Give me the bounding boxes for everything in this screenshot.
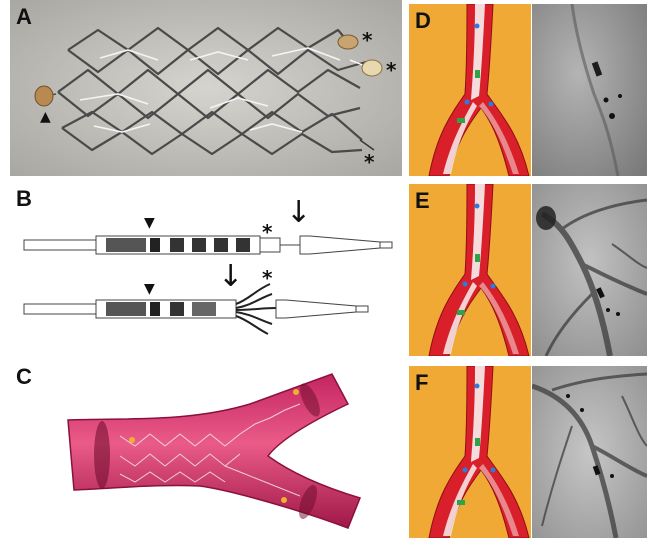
stent-photo-graphic xyxy=(10,0,402,176)
panel-d-schematic: D xyxy=(409,4,531,176)
panel-b-star-marker-bottom: * xyxy=(262,268,272,288)
panel-c-label: C xyxy=(16,364,32,390)
bifurcation-render-graphic xyxy=(10,360,402,536)
panel-f-angiogram xyxy=(532,366,647,538)
panel-c-bifurcation-render: C xyxy=(10,360,402,536)
panel-e-label: E xyxy=(415,188,430,214)
panel-f-schematic: F xyxy=(409,366,531,538)
panel-b-triangle-marker-bottom: ▼ xyxy=(144,282,155,296)
panel-e-schematic: E xyxy=(409,184,531,356)
panel-a-star-marker-2: * xyxy=(386,60,396,80)
delivery-system-graphic xyxy=(10,182,402,352)
panel-b-arrow-marker-top: ↓ xyxy=(286,198,311,228)
panel-b-label: B xyxy=(16,186,32,212)
panel-a-star-marker-1: * xyxy=(362,30,372,50)
panel-d-angiogram-graphic xyxy=(532,4,647,176)
panel-f-angiogram-graphic xyxy=(532,366,647,538)
panel-e-angiogram xyxy=(532,184,647,356)
panel-f-label: F xyxy=(415,370,428,396)
panel-d-angiogram xyxy=(532,4,647,176)
panel-b-triangle-marker-top: ▼ xyxy=(144,216,155,230)
panel-b-delivery-system: B xyxy=(10,182,402,352)
panel-a-label: A xyxy=(16,4,32,30)
panel-a-triangle-marker: ▲ xyxy=(40,110,51,124)
panel-a-stent-photo: A * * * ▲ xyxy=(10,0,402,176)
panel-b-arrow-marker-bottom: ↓ xyxy=(218,262,243,292)
panel-e-angiogram-graphic xyxy=(532,184,647,356)
panel-b-star-marker-top: * xyxy=(262,222,272,242)
panel-d-label: D xyxy=(415,8,431,34)
panel-a-star-marker-3: * xyxy=(364,152,374,172)
